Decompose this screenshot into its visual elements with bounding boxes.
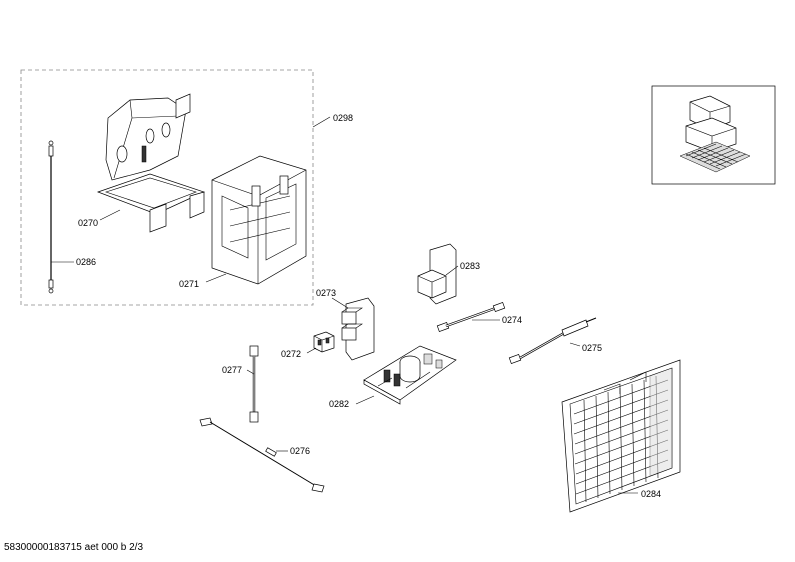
part-0276-cable: [199, 417, 325, 493]
label-0282: 0282: [329, 399, 349, 409]
label-0277: 0277: [222, 365, 242, 375]
label-0272: 0272: [281, 349, 301, 359]
part-0286-cable: [48, 140, 54, 294]
part-0271-frame: [211, 155, 307, 285]
part-0282-pcb: [363, 345, 457, 405]
label-0276: 0276: [290, 446, 310, 456]
part-0274-cable: [436, 302, 506, 332]
label-0274: 0274: [502, 315, 522, 325]
part-0284-grille: [561, 359, 681, 513]
label-0275: 0275: [582, 343, 602, 353]
part-0277-cable: [249, 345, 259, 423]
part-0270-bracket: [96, 93, 205, 233]
document-footer: 58300000183715 aet 000 b 2/3: [4, 542, 144, 553]
assembly-group-0298-box: [20, 69, 314, 306]
label-0270: 0270: [78, 218, 98, 228]
overview-thumbnail: [651, 85, 776, 185]
label-0286: 0286: [76, 257, 96, 267]
part-0273-relay-board: [341, 297, 375, 361]
label-0273: 0273: [316, 288, 336, 298]
part-0283-transformer: [417, 243, 457, 305]
label-0283: 0283: [460, 261, 480, 271]
label-0271: 0271: [179, 279, 199, 289]
label-0284: 0284: [641, 489, 661, 499]
label-0298: 0298: [333, 113, 353, 123]
part-0272-connector: [313, 331, 335, 353]
leader-lines: [51, 116, 638, 494]
part-0275-cable: [508, 317, 597, 364]
